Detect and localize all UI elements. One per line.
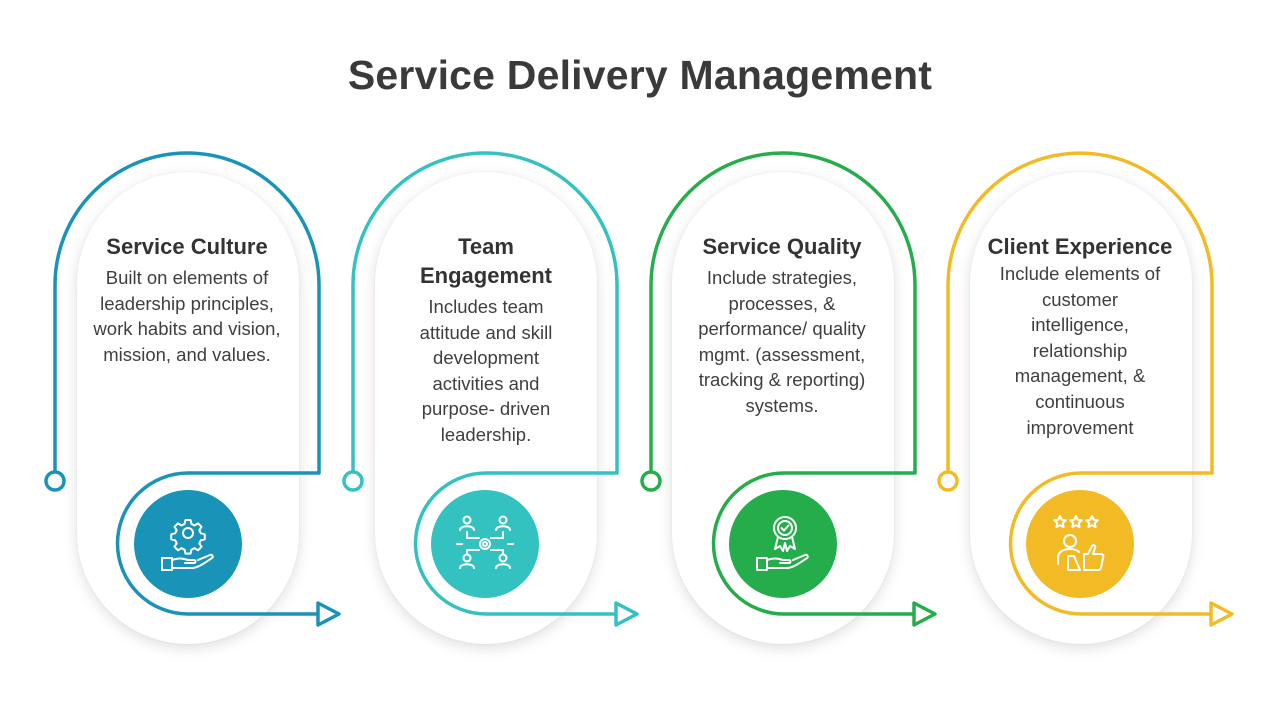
start-dot-team-engagement	[342, 470, 364, 492]
card-client-experience: Client Experience Include elements of cu…	[975, 232, 1185, 440]
start-dot-service-culture	[44, 470, 66, 492]
gear-hand-icon	[161, 519, 214, 571]
start-dot-client-experience	[937, 470, 959, 492]
card-description: Include strategies, processes, & perform…	[698, 267, 866, 416]
customer-rating-icon	[1053, 515, 1105, 571]
arrow-head-service-culture	[316, 601, 341, 627]
flow-outline-service-culture	[53, 151, 324, 616]
arrow-head-service-quality	[912, 601, 937, 627]
award-hand-icon	[756, 516, 809, 571]
team-engagement-badge	[431, 490, 539, 598]
card-description: Includes team attitude and skill develop…	[419, 296, 553, 445]
arrow-head-team-engagement	[614, 601, 639, 627]
card-description: Built on elements of leadership principl…	[93, 267, 281, 365]
arrow-head-client-experience	[1209, 601, 1234, 627]
card-service-quality: Service Quality Include strategies, proc…	[677, 232, 887, 419]
service-quality-badge	[729, 490, 837, 598]
card-title: Service Culture	[106, 234, 268, 259]
card-description: Include elements of customer intelligenc…	[999, 263, 1161, 438]
start-dot-service-quality	[640, 470, 662, 492]
card-title: Service Quality	[702, 234, 862, 259]
service-culture-badge	[134, 490, 242, 598]
page-title: Service Delivery Management	[347, 52, 933, 98]
flow-outline-service-quality	[649, 151, 920, 616]
card-title: Client Experience	[987, 234, 1173, 259]
client-experience-badge	[1026, 490, 1134, 598]
card-title: Team Engagement	[419, 234, 553, 288]
flow-outline-client-experience	[946, 151, 1217, 616]
team-network-icon	[456, 515, 514, 569]
card-team-engagement: Team Engagement Includes team attitude a…	[381, 232, 591, 448]
card-service-culture: Service Culture Built on elements of lea…	[82, 232, 292, 367]
flow-outline-team-engagement	[351, 151, 622, 616]
